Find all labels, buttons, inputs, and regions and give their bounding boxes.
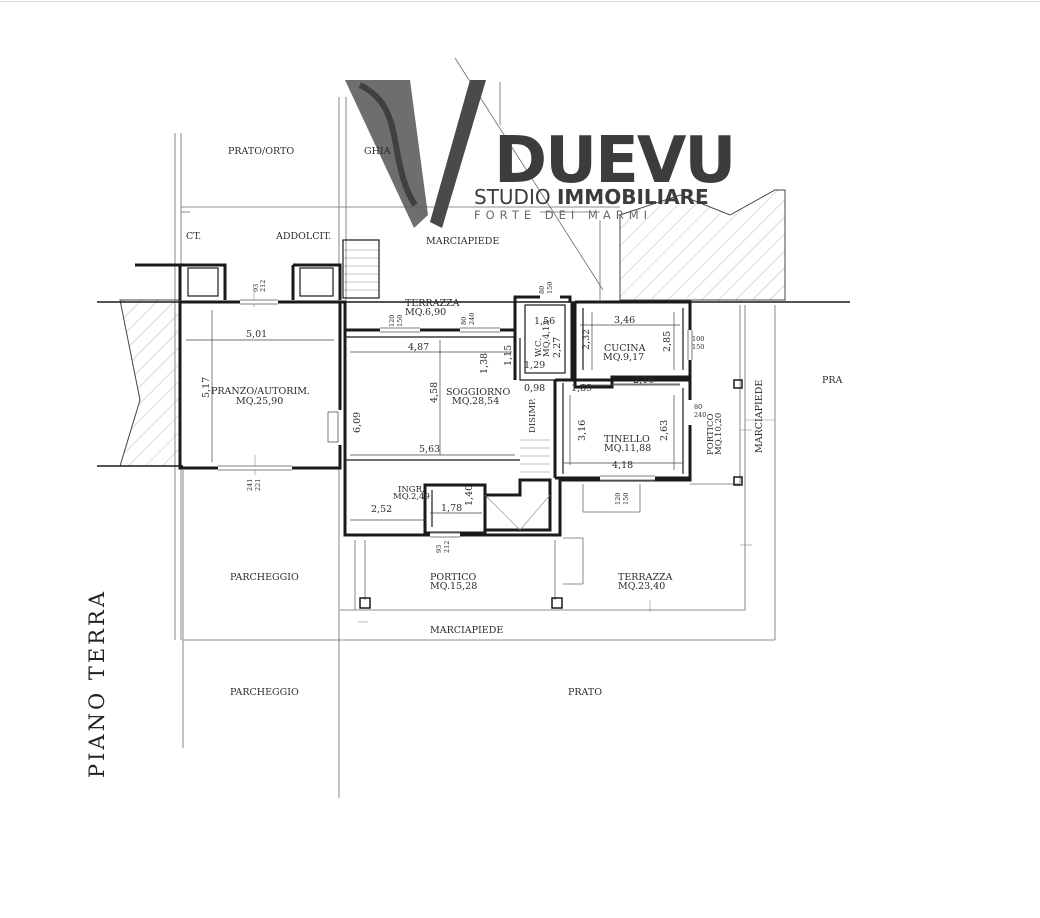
- opening-100-150-b: 150: [692, 343, 704, 351]
- opening-80-150-b: 150: [546, 282, 554, 294]
- opening-80-240-r-a: 80: [694, 403, 702, 411]
- opening-120-150-b-b: 150: [622, 493, 630, 505]
- dim-disimp-w: 0,98: [524, 383, 545, 394]
- dim-sogg-w: 4,87: [408, 342, 429, 353]
- room-cucina-area: MQ.9,17: [603, 352, 644, 363]
- label-parcheggio-2: PARCHEGGIO: [230, 687, 299, 698]
- dim-cucina-h1: 2,32: [581, 329, 592, 350]
- opening-100-150-a: 100: [692, 335, 704, 343]
- area-labels: PRATO/ORTO GHIA MARCIAPIEDE CT. ADDOLCIT…: [186, 146, 843, 698]
- opening-93-212-b-b: 212: [443, 541, 451, 553]
- room-portico-bottom-name: PORTICO: [430, 572, 477, 583]
- room-pranzo-area: MQ.25,90: [236, 396, 283, 407]
- page-title: PIANO TERRA: [85, 589, 109, 778]
- opening-80-240-a: 80: [460, 317, 468, 325]
- logo-v-right-stroke: [430, 80, 486, 228]
- label-ct: CT.: [186, 231, 201, 242]
- label-addolcit: ADDOLCIT.: [275, 231, 331, 242]
- opening-93-212-b: 212: [259, 280, 267, 292]
- room-tinello-name: TINELLO: [604, 434, 650, 445]
- label-prato-orto: PRATO/ORTO: [228, 146, 294, 157]
- room-pranzo-name: PRANZO/AUTORIM.: [211, 386, 310, 397]
- room-terrazza-bottom-name: TERRAZZA: [618, 572, 673, 583]
- hatched-neighbour-right: [619, 189, 786, 301]
- room-disimp-name: DISIMP.: [528, 398, 538, 433]
- dim-wc-w2: 1,29: [524, 360, 545, 371]
- opening-241-221-b: 221: [254, 479, 262, 491]
- room-terrazza-top-name: TERRAZZA: [405, 298, 460, 309]
- room-terrazza-bottom-area: MQ.23,40: [618, 581, 665, 592]
- dim-sogg-h1: 4,58: [429, 382, 440, 403]
- logo-brand: DUEVU: [494, 124, 734, 198]
- hatched-neighbour-left: [119, 299, 181, 467]
- opening-80-150-a: 80: [538, 286, 546, 294]
- opening-80-240-b: 240: [468, 313, 476, 325]
- room-tinello-area: MQ.11,88: [604, 443, 651, 454]
- room-soggiorno-name: SOGGIORNO: [446, 387, 510, 398]
- dim-wc-h: 2,27: [552, 337, 563, 358]
- label-ghia: GHIA: [364, 146, 391, 157]
- entry-steps-top: [342, 239, 380, 299]
- logo-watermark: DUEVU STUDIO IMMOBILIARE FORTE DEI MARMI: [345, 80, 736, 228]
- label-marciapiede-top: MARCIAPIEDE: [426, 236, 499, 247]
- label-pra: PRA: [822, 375, 843, 386]
- dimension-texts: 5,01 5,17 4,87 4,58 6,09 5,63 1,38 1,15 …: [201, 315, 673, 515]
- label-marciapiede-right: MARCIAPIEDE: [754, 380, 765, 453]
- opening-241-221-a: 241: [246, 479, 254, 491]
- room-portico-right-name: PORTICO: [706, 414, 716, 455]
- logo-tagline: STUDIO IMMOBILIARE: [474, 185, 709, 209]
- label-marciapiede-bottom: MARCIAPIEDE: [430, 625, 503, 636]
- room-ingr-name: INGR.: [398, 485, 425, 495]
- dim-tinello-w1: 1,89: [571, 383, 592, 394]
- opening-120-150-b: 150: [396, 315, 404, 327]
- room-portico-right-area: MQ.10,20: [714, 413, 724, 455]
- dim-pranzo-h: 5,17: [201, 377, 212, 398]
- dim-ingr-w2: 1,78: [441, 503, 462, 514]
- room-cucina-name: CUCINA: [604, 343, 646, 354]
- label-prato: PRATO: [568, 687, 602, 698]
- room-labels: TERRAZZA MQ.6,90 PRANZO/AUTORIM. MQ.25,9…: [211, 298, 724, 592]
- dim-cucina-w: 3,46: [614, 315, 635, 326]
- room-wc-area: MQ.4,13: [542, 320, 552, 357]
- dim-sogg-w2: 5,63: [419, 444, 440, 455]
- opening-120-150-b-a: 120: [614, 493, 622, 505]
- opening-120-150-a: 120: [388, 315, 396, 327]
- label-parcheggio-1: PARCHEGGIO: [230, 572, 299, 583]
- dim-sogg-h2: 6,09: [352, 412, 363, 433]
- dim-tinello-w: 4,18: [612, 460, 633, 471]
- dimension-lines: [186, 310, 683, 521]
- opening-93-212-b-a: 93: [435, 545, 443, 553]
- opening-frames: [218, 299, 693, 538]
- dim-115: 1,15: [503, 345, 514, 366]
- dim-ingr-w: 2,52: [371, 504, 392, 515]
- opening-labels: 93 212 120 150 80 240 80 150 100 150 80 …: [246, 280, 706, 553]
- room-terrazza-top-area: MQ.6,90: [405, 307, 446, 318]
- dim-cucina-w2: 2,16: [633, 375, 654, 386]
- opening-93-212-a: 93: [252, 284, 260, 292]
- room-portico-bottom-area: MQ.15,28: [430, 581, 477, 592]
- logo-location: FORTE DEI MARMI: [474, 208, 652, 222]
- dim-tinello-h2: 2,63: [659, 420, 670, 441]
- dim-wc-w: 1,56: [534, 316, 555, 327]
- room-wc-name: W.C.: [534, 338, 544, 357]
- dim-ingr-h: 1,40: [464, 485, 475, 506]
- dim-pranzo-w: 5,01: [246, 329, 267, 340]
- opening-80-240-r-b: 240: [694, 411, 706, 419]
- room-soggiorno-area: MQ.28,54: [452, 396, 499, 407]
- openings: [218, 294, 693, 538]
- dim-138: 1,38: [479, 353, 490, 374]
- dim-tinello-h1: 3,16: [577, 420, 588, 441]
- room-ingr-area: MQ.2,49: [393, 492, 430, 502]
- dim-cucina-h2: 2,85: [662, 331, 673, 352]
